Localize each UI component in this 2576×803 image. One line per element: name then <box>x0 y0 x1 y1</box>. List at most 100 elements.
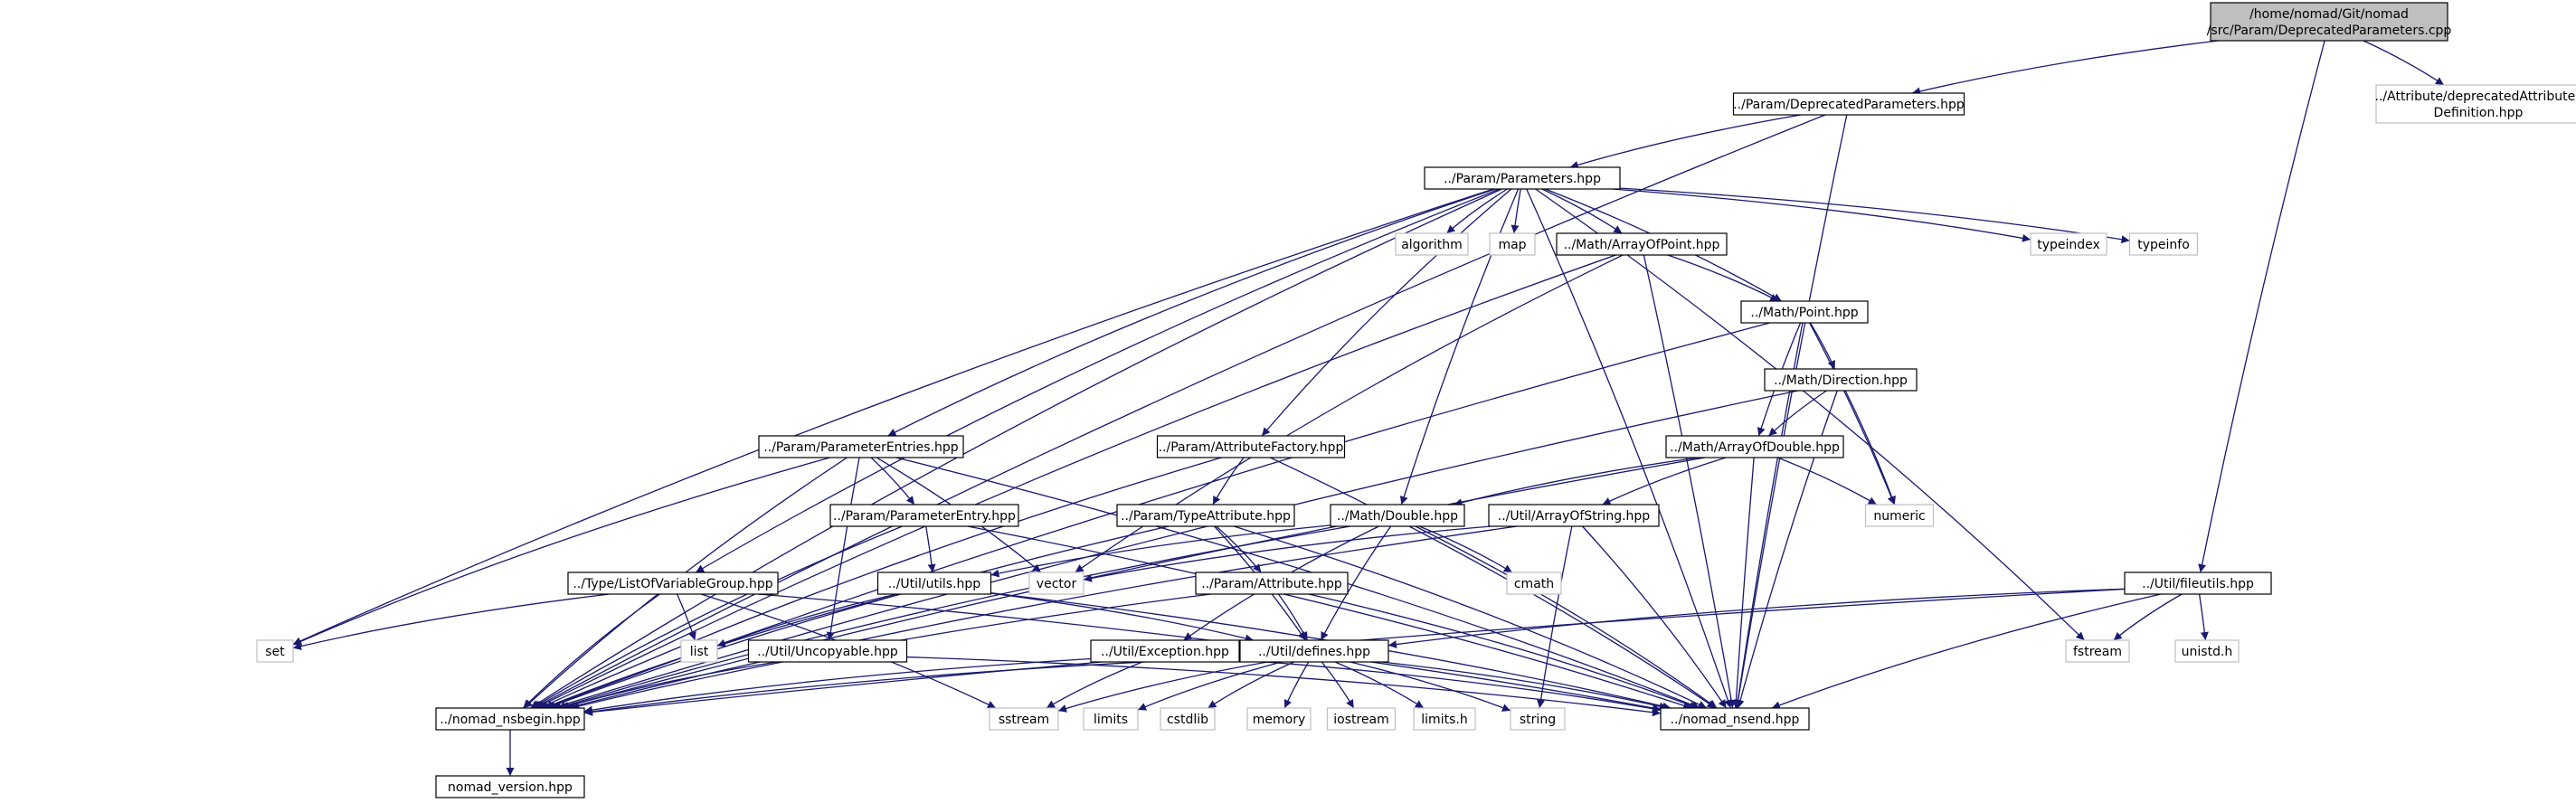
node-limits: limits <box>1083 707 1139 731</box>
node-label: ../Param/DeprecatedParameters.hpp <box>1733 98 1965 112</box>
node-root[interactable]: /home/nomad/Git/nomad/src/Param/Deprecat… <box>2207 2 2452 42</box>
edge-double-to-defines <box>1320 525 1392 641</box>
node-box <box>1488 504 1660 527</box>
edge-listofvargroup-to-nsbegin <box>522 593 660 709</box>
node-label: list <box>690 645 709 659</box>
node-memory: memory <box>1246 707 1312 731</box>
edge-fileutils-to-nsend <box>1771 593 2162 710</box>
node-arrayofdouble[interactable]: ../Math/ArrayOfDouble.hpp <box>1665 435 1844 458</box>
edge-direction-to-nsend <box>1736 390 1838 709</box>
node-label: ../Util/ArrayOfString.hpp <box>1498 509 1650 524</box>
edge-parameters_hpp-to-arrayofpoint <box>1541 188 1623 234</box>
node-paramentries[interactable]: ../Param/ParameterEntries.hpp <box>758 435 964 458</box>
node-arrayofpoint[interactable]: ../Math/ArrayOfPoint.hpp <box>1556 232 1728 256</box>
edge-typeattribute-to-nsbegin <box>546 525 1170 710</box>
node-label: nomad_version.hpp <box>448 780 573 795</box>
node-utils[interactable]: ../Util/utils.hpp <box>876 572 992 595</box>
node-nsbegin[interactable]: ../nomad_nsbegin.hpp <box>435 707 585 731</box>
node-listofvargroup[interactable]: ../Type/ListOfVariableGroup.hpp <box>567 572 779 595</box>
edge-parameters_hpp-to-listofvargroup <box>695 188 1501 573</box>
node-defines[interactable]: ../Util/defines.hpp <box>1239 639 1389 663</box>
node-box <box>567 572 779 595</box>
edge-paramentries-to-uncopyable <box>826 457 860 641</box>
node-version[interactable]: nomad_version.hpp <box>435 775 585 798</box>
node-sstream: sstream <box>989 707 1059 731</box>
node-box <box>1489 232 1536 256</box>
edge-listofvargroup-to-list <box>677 593 696 641</box>
node-list: list <box>680 639 718 663</box>
edge-defines-to-nsbegin <box>583 657 1241 716</box>
node-label: typeinfo <box>2137 238 2190 252</box>
edge-deprecated_hpp-to-nsbegin <box>533 114 1826 709</box>
node-box <box>435 707 585 731</box>
node-label: ../Type/ListOfVariableGroup.hpp <box>573 577 772 591</box>
node-box <box>1028 572 1084 595</box>
node-box <box>1556 232 1728 256</box>
edge-parameters_hpp-to-typeinfo <box>1619 187 2130 244</box>
edge-arrayofdouble-to-arrayofstring <box>1602 457 1727 505</box>
node-arrayofstring[interactable]: ../Util/ArrayOfString.hpp <box>1488 504 1660 527</box>
node-box <box>1330 504 1465 527</box>
node-box <box>2030 232 2107 256</box>
node-box <box>1413 707 1476 731</box>
node-box <box>1160 707 1216 731</box>
node-double[interactable]: ../Math/Double.hpp <box>1330 504 1465 527</box>
edges-layer <box>292 40 2445 776</box>
node-nsend[interactable]: ../nomad_nsend.hpp <box>1660 707 1810 731</box>
node-box <box>1506 572 1562 595</box>
node-label: vector <box>1037 577 1077 591</box>
node-label: ../nomad_nsend.hpp <box>1671 713 1800 727</box>
node-direction[interactable]: ../Math/Direction.hpp <box>1764 368 1918 392</box>
node-label: ../Math/Direction.hpp <box>1774 373 1908 388</box>
edge-arrayofpoint-to-nsend <box>1643 254 1736 709</box>
node-label: ../Util/fileutils.hpp <box>2142 577 2254 591</box>
edge-defines-to-string <box>1350 661 1511 712</box>
node-attrfactory[interactable]: ../Param/AttributeFactory.hpp <box>1156 435 1346 458</box>
edge-exception-to-nsbegin <box>583 657 1092 714</box>
node-deprecated_hpp[interactable]: ../Param/DeprecatedParameters.hpp <box>1732 92 1965 116</box>
node-fileutils[interactable]: ../Util/fileutils.hpp <box>2124 572 2272 595</box>
node-point[interactable]: ../Math/Point.hpp <box>1740 300 1869 324</box>
edge-paramentry-to-nsend <box>967 525 1692 710</box>
node-box <box>1156 435 1346 458</box>
node-box <box>256 639 294 663</box>
node-box <box>876 572 992 595</box>
node-parameters_hpp[interactable]: ../Param/Parameters.hpp <box>1424 166 1621 190</box>
node-paramentry[interactable]: ../Param/ParameterEntry.hpp <box>829 504 1019 527</box>
node-label: limits <box>1094 713 1128 727</box>
node-box <box>1764 368 1918 392</box>
node-box <box>435 775 585 798</box>
node-box <box>2065 639 2130 663</box>
node-label: limits.h <box>1421 713 1467 727</box>
edge-attrfactory-to-nsend <box>1270 457 1717 709</box>
node-numeric: numeric <box>1864 504 1935 527</box>
node-cmath: cmath <box>1506 572 1562 595</box>
node-box <box>1864 504 1935 527</box>
node-box <box>1510 707 1566 731</box>
node-box <box>2124 572 2272 595</box>
node-uncopyable[interactable]: ../Util/Uncopyable.hpp <box>747 639 908 663</box>
edge-root-to-attr_def <box>2363 40 2445 86</box>
node-exception[interactable]: ../Util/Exception.hpp <box>1090 639 1240 663</box>
node-iostream: iostream <box>1326 707 1397 731</box>
edge-arrayofstring-to-nsend <box>1582 525 1728 709</box>
node-label: cmath <box>1514 577 1554 591</box>
node-box <box>1239 639 1389 663</box>
node-attribute[interactable]: ../Param/Attribute.hpp <box>1195 572 1349 595</box>
node-label: ../Util/utils.hpp <box>888 577 980 591</box>
node-attr_def: ../Attribute/deprecatedAttributesDefinit… <box>2375 84 2576 124</box>
edge-exception-to-sstream <box>1046 661 1143 709</box>
edge-double-to-nsend <box>1415 525 1718 709</box>
node-typeattribute[interactable]: ../Param/TypeAttribute.hpp <box>1116 504 1295 527</box>
node-box <box>1195 572 1349 595</box>
edge-arrayofstring-to-string <box>1537 525 1573 709</box>
node-unistd: unistd.h <box>2174 639 2240 663</box>
node-limits_h: limits.h <box>1413 707 1476 731</box>
node-label: string <box>1520 713 1556 727</box>
edge-parameters_hpp-to-nsbegin <box>530 188 1502 709</box>
node-label: unistd.h <box>2182 645 2233 659</box>
edge-defines-to-memory <box>1283 661 1310 709</box>
node-label: ../Param/ParameterEntry.hpp <box>833 509 1016 524</box>
edge-uncopyable-to-nsend <box>906 656 1662 717</box>
